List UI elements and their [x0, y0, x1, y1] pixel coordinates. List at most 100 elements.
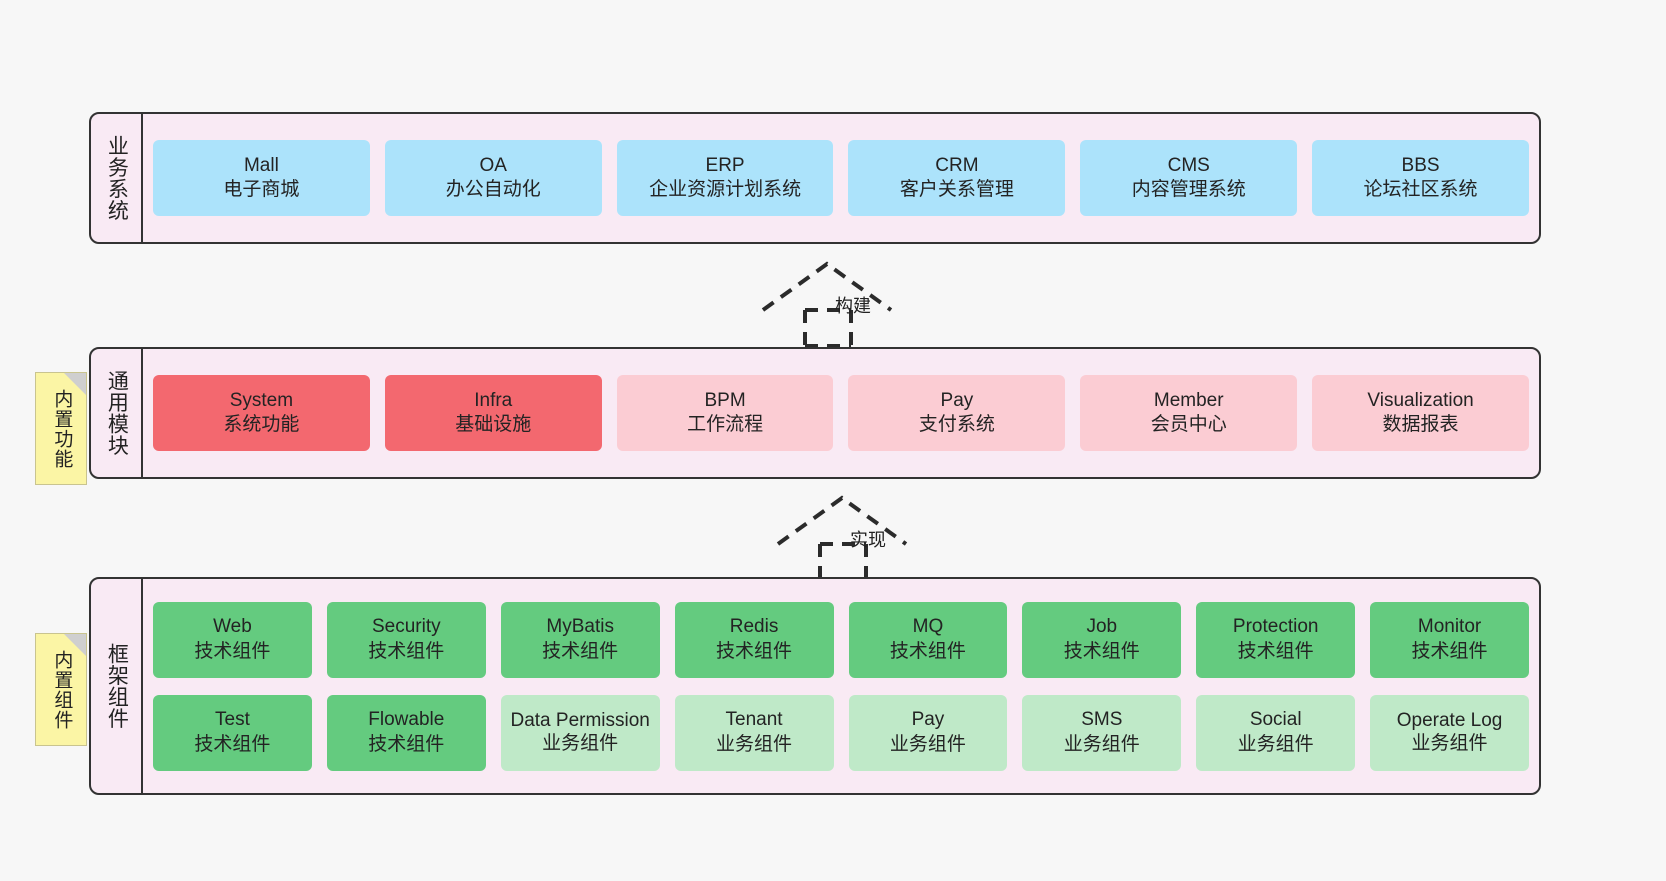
module-card-desc: 数据报表: [1382, 414, 1459, 435]
framework-component-card-desc: 业务组件: [889, 733, 966, 755]
business-system-card-name: OA: [479, 154, 507, 176]
framework-component-card-desc: 业务组件: [1411, 732, 1488, 754]
module-card-desc: 支付系统: [918, 414, 995, 435]
business-system-card-desc: 企业资源计划系统: [649, 179, 802, 200]
framework-component-card-name: Job: [1086, 616, 1118, 638]
framework-component-card-desc: 技术组件: [194, 640, 271, 662]
framework-component-card-name: Protection: [1232, 616, 1319, 638]
framework-component-card-desc: 技术组件: [889, 640, 966, 662]
business-layer-title: 业务系统: [91, 114, 143, 242]
module-card[interactable]: System 系统功能: [153, 375, 370, 451]
business-system-card[interactable]: BBS 论坛社区系统: [1312, 140, 1529, 216]
framework-component-card-name: Security: [371, 616, 441, 638]
module-card-desc: 会员中心: [1150, 414, 1227, 435]
module-card-name: Infra: [474, 389, 513, 411]
framework-component-card-name: Flowable: [368, 709, 445, 731]
framework-component-card-desc: 业务组件: [716, 733, 793, 755]
module-card-desc: 工作流程: [687, 414, 764, 435]
business-system-card[interactable]: ERP 企业资源计划系统: [616, 140, 834, 216]
framework-component-card-name: Tenant: [725, 709, 783, 731]
business-system-card-name: Mall: [243, 154, 279, 176]
modules-card-row: System 系统功能 Infra 基础设施 BPM 工作流程 Pay 支付系统 Member 会…: [143, 349, 1539, 477]
build-arrow-icon: [761, 261, 893, 348]
module-card[interactable]: BPM 工作流程: [616, 375, 834, 451]
module-card-name: System: [229, 389, 294, 411]
business-system-card-name: CMS: [1167, 154, 1210, 176]
framework-component-card-name: Test: [215, 709, 250, 731]
build-connector: 构建: [755, 258, 910, 348]
module-card[interactable]: Visualization 数据报表: [1312, 375, 1529, 451]
implement-connector-label: 实现: [850, 530, 886, 550]
business-system-card-name: CRM: [935, 154, 979, 176]
framework-component-card-desc: 业务组件: [542, 732, 619, 754]
modules-layer-title: 通用模块: [91, 349, 143, 477]
module-card-name: Pay: [940, 389, 974, 411]
framework-component-card-desc: 技术组件: [368, 733, 445, 755]
framework-component-card-name: Monitor: [1417, 616, 1482, 638]
business-system-card[interactable]: CMS 内容管理系统: [1080, 140, 1298, 216]
module-card[interactable]: Infra 基础设施: [384, 375, 602, 451]
business-system-card-name: ERP: [705, 154, 745, 176]
framework-component-card-desc: 技术组件: [368, 640, 445, 662]
business-system-card[interactable]: CRM 客户关系管理: [848, 140, 1066, 216]
framework-component-card-name: Redis: [729, 616, 779, 638]
builtin-component-note: 内置组件: [35, 633, 87, 746]
business-system-card-desc: 内容管理系统: [1131, 179, 1246, 200]
builtin-function-note: 内置功能: [35, 372, 87, 485]
framework-component-card-desc: 技术组件: [1411, 640, 1488, 662]
framework-component-card-desc: 技术组件: [194, 733, 271, 755]
modules-layer-band: 通用模块 System 系统功能 Infra 基础设施 BPM 工作流程 Pay 支付系统 Me…: [89, 347, 1541, 479]
framework-component-card-desc: 业务组件: [1063, 733, 1140, 755]
business-system-card-desc: 论坛社区系统: [1363, 179, 1478, 200]
builtin-component-note-label: 内置组件: [51, 649, 73, 730]
business-system-card-name: BBS: [1401, 154, 1440, 176]
module-card[interactable]: Pay 支付系统: [848, 375, 1066, 451]
module-card-name: BPM: [704, 389, 746, 411]
build-connector-label: 构建: [835, 296, 871, 316]
builtin-function-note-label: 内置功能: [51, 388, 73, 469]
framework-component-card-name: Data Permission: [510, 709, 650, 731]
framework-component-card-name: Pay: [911, 709, 945, 731]
framework-component-card-desc: 技术组件: [1063, 640, 1140, 662]
framework-component-card-desc: 技术组件: [542, 640, 619, 662]
framework-component-card-desc: 技术组件: [1237, 640, 1314, 662]
module-card-name: Member: [1153, 389, 1224, 411]
module-card-desc: 系统功能: [223, 414, 300, 435]
business-system-card[interactable]: Mall 电子商城: [153, 140, 370, 216]
framework-component-card-name: SMS: [1081, 709, 1123, 731]
framework-component-card-name: Social: [1249, 709, 1302, 731]
module-card-name: Visualization: [1367, 389, 1474, 411]
module-card[interactable]: Member 会员中心: [1080, 375, 1298, 451]
business-system-card-desc: 客户关系管理: [899, 179, 1014, 200]
framework-component-card-desc: 技术组件: [716, 640, 793, 662]
business-system-card-desc: 电子商城: [223, 179, 300, 200]
framework-component-card-desc: 业务组件: [1237, 733, 1314, 755]
implement-connector: 实现: [770, 492, 925, 582]
framework-component-card-name: Operate Log: [1396, 709, 1503, 731]
module-card-desc: 基础设施: [455, 414, 532, 435]
